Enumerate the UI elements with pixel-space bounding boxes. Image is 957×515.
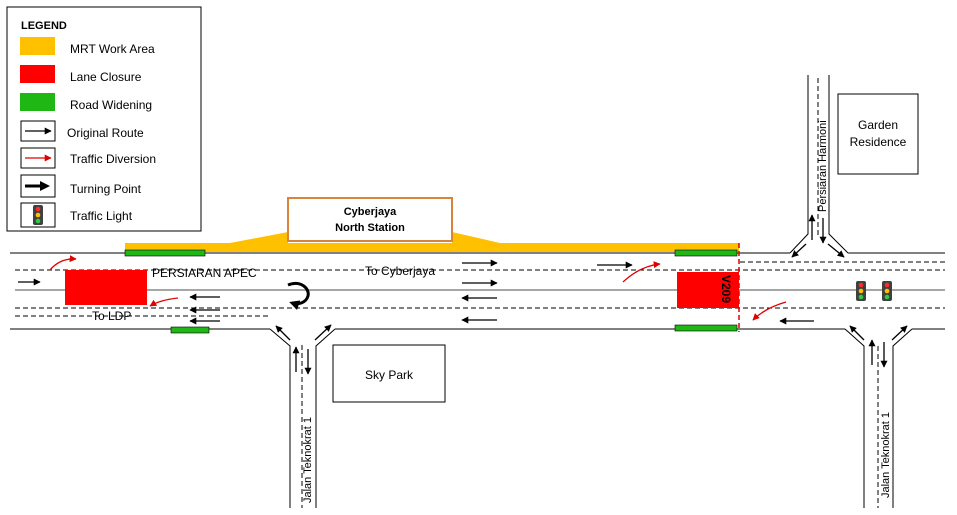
legend-label: Traffic Diversion [70,152,156,166]
building-sky-park: Sky Park [332,344,446,403]
road-name-main: PERSIARAN APEC [152,266,257,280]
legend-swatch-mrt [20,37,55,55]
legend-label: Lane Closure [70,70,142,84]
closure-code-label: V209 [719,275,733,303]
legend-label: Turning Point [70,182,142,196]
mrt-work-area [125,232,739,252]
building-garden-residence: Garden Residence [837,93,919,175]
traffic-diversion-arrows [49,255,787,321]
lane-closure-right [677,272,739,308]
legend-swatch-closure [20,65,55,83]
legend-label: Original Route [67,126,144,140]
legend-label: Traffic Light [70,209,133,223]
lane-closure-left [65,270,147,305]
building-label: Sky Park [365,368,414,382]
station-name-line1: Cyberjaya [344,206,397,218]
road-name-persiaran-harmoni: Persiaran Harmoni [817,120,829,212]
traffic-light-icon [882,281,892,301]
legend-swatch-widening [20,93,55,111]
legend-label: MRT Work Area [70,42,155,56]
station-name-line2: North Station [335,222,405,234]
side-roads [269,75,913,508]
road-name-jalan-teknokrat-right: Jalan Teknokrat 1 [880,412,892,498]
building-label: Garden [858,118,898,132]
building-label: Residence [850,135,907,149]
direction-to-cyberjaya: To Cyberjaya [365,264,435,278]
lane-closures [65,243,740,332]
station-box: Cyberjaya North Station [287,197,453,242]
road-name-jalan-teknokrat-left: Jalan Teknokrat 1 [302,417,314,503]
u-turn-icon [287,281,310,310]
legend-title: LEGEND [21,20,67,32]
legend-label: Road Widening [70,98,152,112]
main-road-lines [10,252,945,330]
direction-to-ldp: To LDP [92,309,131,323]
road-widening [124,249,738,334]
original-route-arrows [18,214,908,375]
legend: LEGEND MRT Work Area Lane Closure Road W… [6,6,202,232]
traffic-light-icon [856,281,866,301]
